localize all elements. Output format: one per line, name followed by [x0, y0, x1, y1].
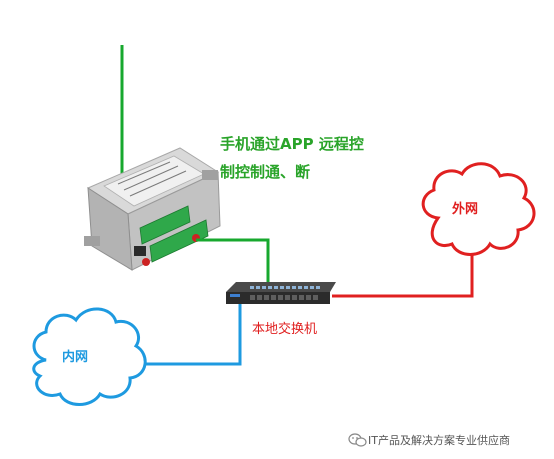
inner-network-cloud — [32, 307, 147, 406]
network-switch — [226, 282, 336, 304]
watermark-text: IT产品及解决方案专业供应商 — [368, 434, 510, 447]
caption-line-2: 制控制通、断 — [220, 163, 311, 181]
wechat-icon — [348, 433, 367, 447]
outer-network-cloud — [421, 162, 536, 256]
relay-switch-link — [196, 238, 270, 284]
outer-network-label: 外网 — [452, 202, 479, 217]
switch-label: 本地交换机 — [252, 322, 318, 337]
switch-inner-link — [136, 302, 242, 366]
inner-network-label: 内网 — [62, 350, 89, 365]
caption-line-1: 手机通过APP 远程控 — [220, 135, 364, 153]
relay-controller-module — [84, 147, 221, 271]
switch-outer-link — [332, 248, 474, 298]
